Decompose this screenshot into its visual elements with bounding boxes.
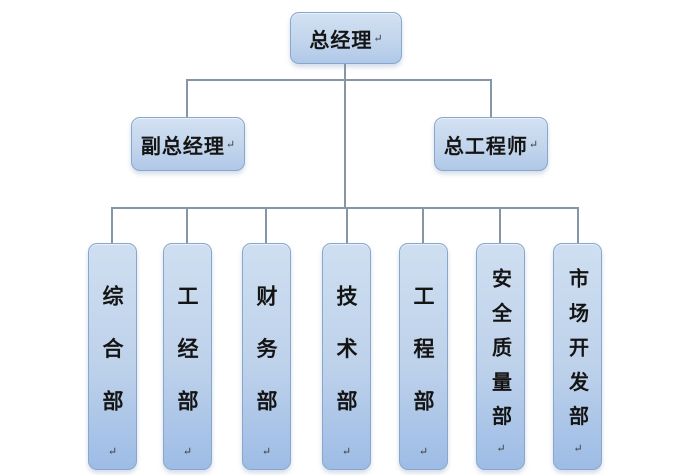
node-dept-safety-quality: 安全质量部↵ bbox=[476, 243, 525, 470]
node-dept-engineering-economics: 工经部↵ bbox=[163, 243, 212, 470]
return-mark: ↵ bbox=[571, 442, 585, 455]
node-label: 总工程师 bbox=[443, 133, 528, 158]
node-label: 工程部↵ bbox=[411, 285, 436, 458]
connector-chief-drop bbox=[490, 79, 492, 117]
connector-dept-bar bbox=[111, 207, 577, 209]
return-mark: ↵ bbox=[225, 137, 236, 151]
node-label: 技术部↵ bbox=[334, 285, 359, 458]
node-label: 财务部↵ bbox=[254, 285, 279, 458]
connector-dept-drop-2 bbox=[186, 207, 188, 243]
return-mark: ↵ bbox=[260, 444, 273, 458]
connector-level2-bar bbox=[186, 79, 490, 81]
node-dept-market-development: 市场开发部↵ bbox=[553, 243, 602, 470]
node-deputy-general-manager: 副总经理 ↵ bbox=[131, 117, 245, 171]
return-mark: ↵ bbox=[528, 137, 539, 151]
return-mark: ↵ bbox=[340, 444, 353, 458]
return-mark: ↵ bbox=[181, 444, 194, 458]
node-dept-technology: 技术部↵ bbox=[322, 243, 371, 470]
node-dept-finance: 财务部↵ bbox=[242, 243, 291, 470]
node-chief-engineer: 总工程师 ↵ bbox=[434, 117, 548, 171]
connector-dept-drop-5 bbox=[422, 207, 424, 243]
return-mark: ↵ bbox=[417, 444, 430, 458]
connector-dept-drop-1 bbox=[111, 207, 113, 243]
connector-root-vertical bbox=[344, 62, 346, 207]
return-mark: ↵ bbox=[106, 444, 119, 458]
connector-dept-drop-6 bbox=[499, 207, 501, 243]
node-label: 安全质量部↵ bbox=[488, 268, 513, 455]
connector-dept-drop-3 bbox=[265, 207, 267, 243]
connector-dept-drop-4 bbox=[346, 207, 348, 243]
return-mark: ↵ bbox=[373, 31, 383, 45]
node-label: 副总经理 bbox=[140, 133, 225, 158]
node-label: 综合部↵ bbox=[100, 285, 125, 458]
node-dept-engineering: 工程部↵ bbox=[399, 243, 448, 470]
node-label: 总经理 bbox=[309, 27, 373, 52]
node-dept-general-affairs: 综合部↵ bbox=[88, 243, 137, 470]
return-mark: ↵ bbox=[494, 442, 508, 455]
node-general-manager: 总经理 ↵ bbox=[290, 12, 402, 64]
node-label: 市场开发部↵ bbox=[565, 268, 590, 455]
connector-deputy-drop bbox=[186, 79, 188, 117]
connector-dept-drop-7 bbox=[577, 207, 579, 243]
node-label: 工经部↵ bbox=[175, 285, 200, 458]
